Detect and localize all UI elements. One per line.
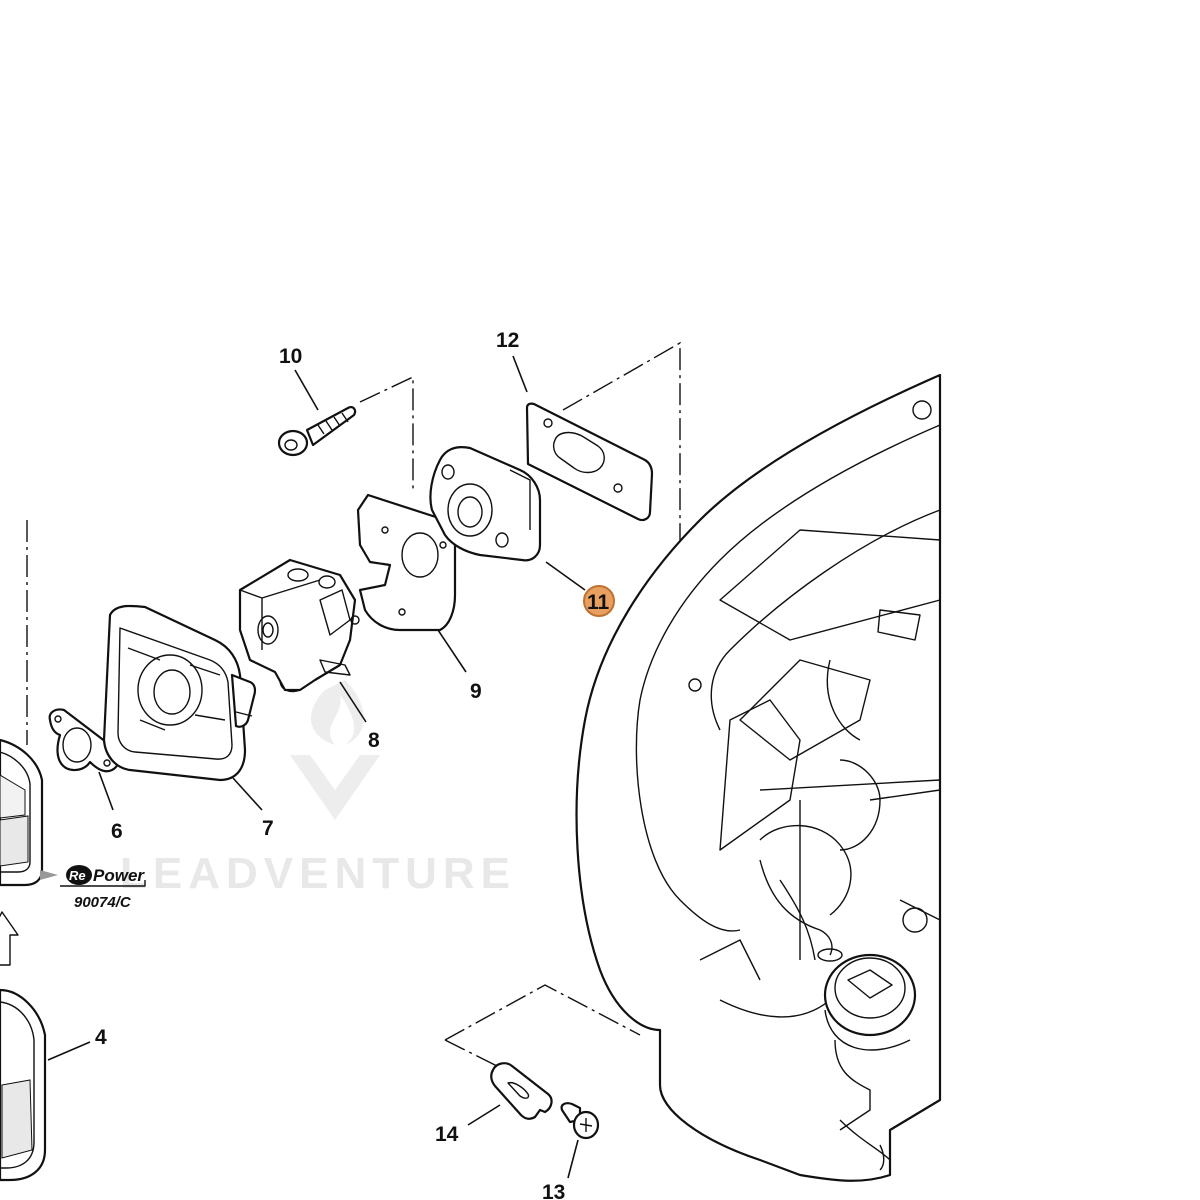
callout-12: 12 <box>496 329 519 352</box>
callout-10: 10 <box>279 345 302 368</box>
part-7-filter-base <box>102 604 257 782</box>
part-13-screw <box>560 1102 600 1140</box>
part-6-flange <box>48 708 120 773</box>
callout-8: 8 <box>368 729 380 752</box>
watermark-text: LEADVENTURE <box>120 849 516 898</box>
direction-arrow-icon <box>0 911 19 966</box>
repower-code: 90074/C <box>74 894 132 911</box>
watermark: LEADVENTURE <box>120 680 516 898</box>
part-4-filter-cover <box>0 988 47 1182</box>
callout-11-highlight <box>583 585 615 617</box>
part-14-clamp <box>490 1062 553 1120</box>
callout-labels: 10 12 11 9 8 7 6 4 14 13 <box>95 329 610 1200</box>
part-12-gasket <box>525 402 654 522</box>
callout-9: 9 <box>470 680 482 703</box>
repower-logo: Re Power 90074/C <box>40 865 146 911</box>
part-11-intake-spacer <box>429 446 542 562</box>
engine-housing <box>575 373 942 1182</box>
callout-11: 11 <box>587 591 610 614</box>
repower-power: Power <box>93 866 145 885</box>
callout-6: 6 <box>111 820 123 843</box>
callout-7: 7 <box>262 817 274 840</box>
part-10-screw <box>277 406 357 457</box>
callout-14: 14 <box>435 1123 459 1146</box>
repower-re: Re <box>69 868 86 883</box>
part-air-filter-element <box>0 738 44 887</box>
leader-lines <box>47 355 586 1179</box>
callout-13: 13 <box>542 1181 565 1200</box>
callout-4: 4 <box>95 1026 107 1049</box>
part-8-carburetor <box>238 558 360 693</box>
